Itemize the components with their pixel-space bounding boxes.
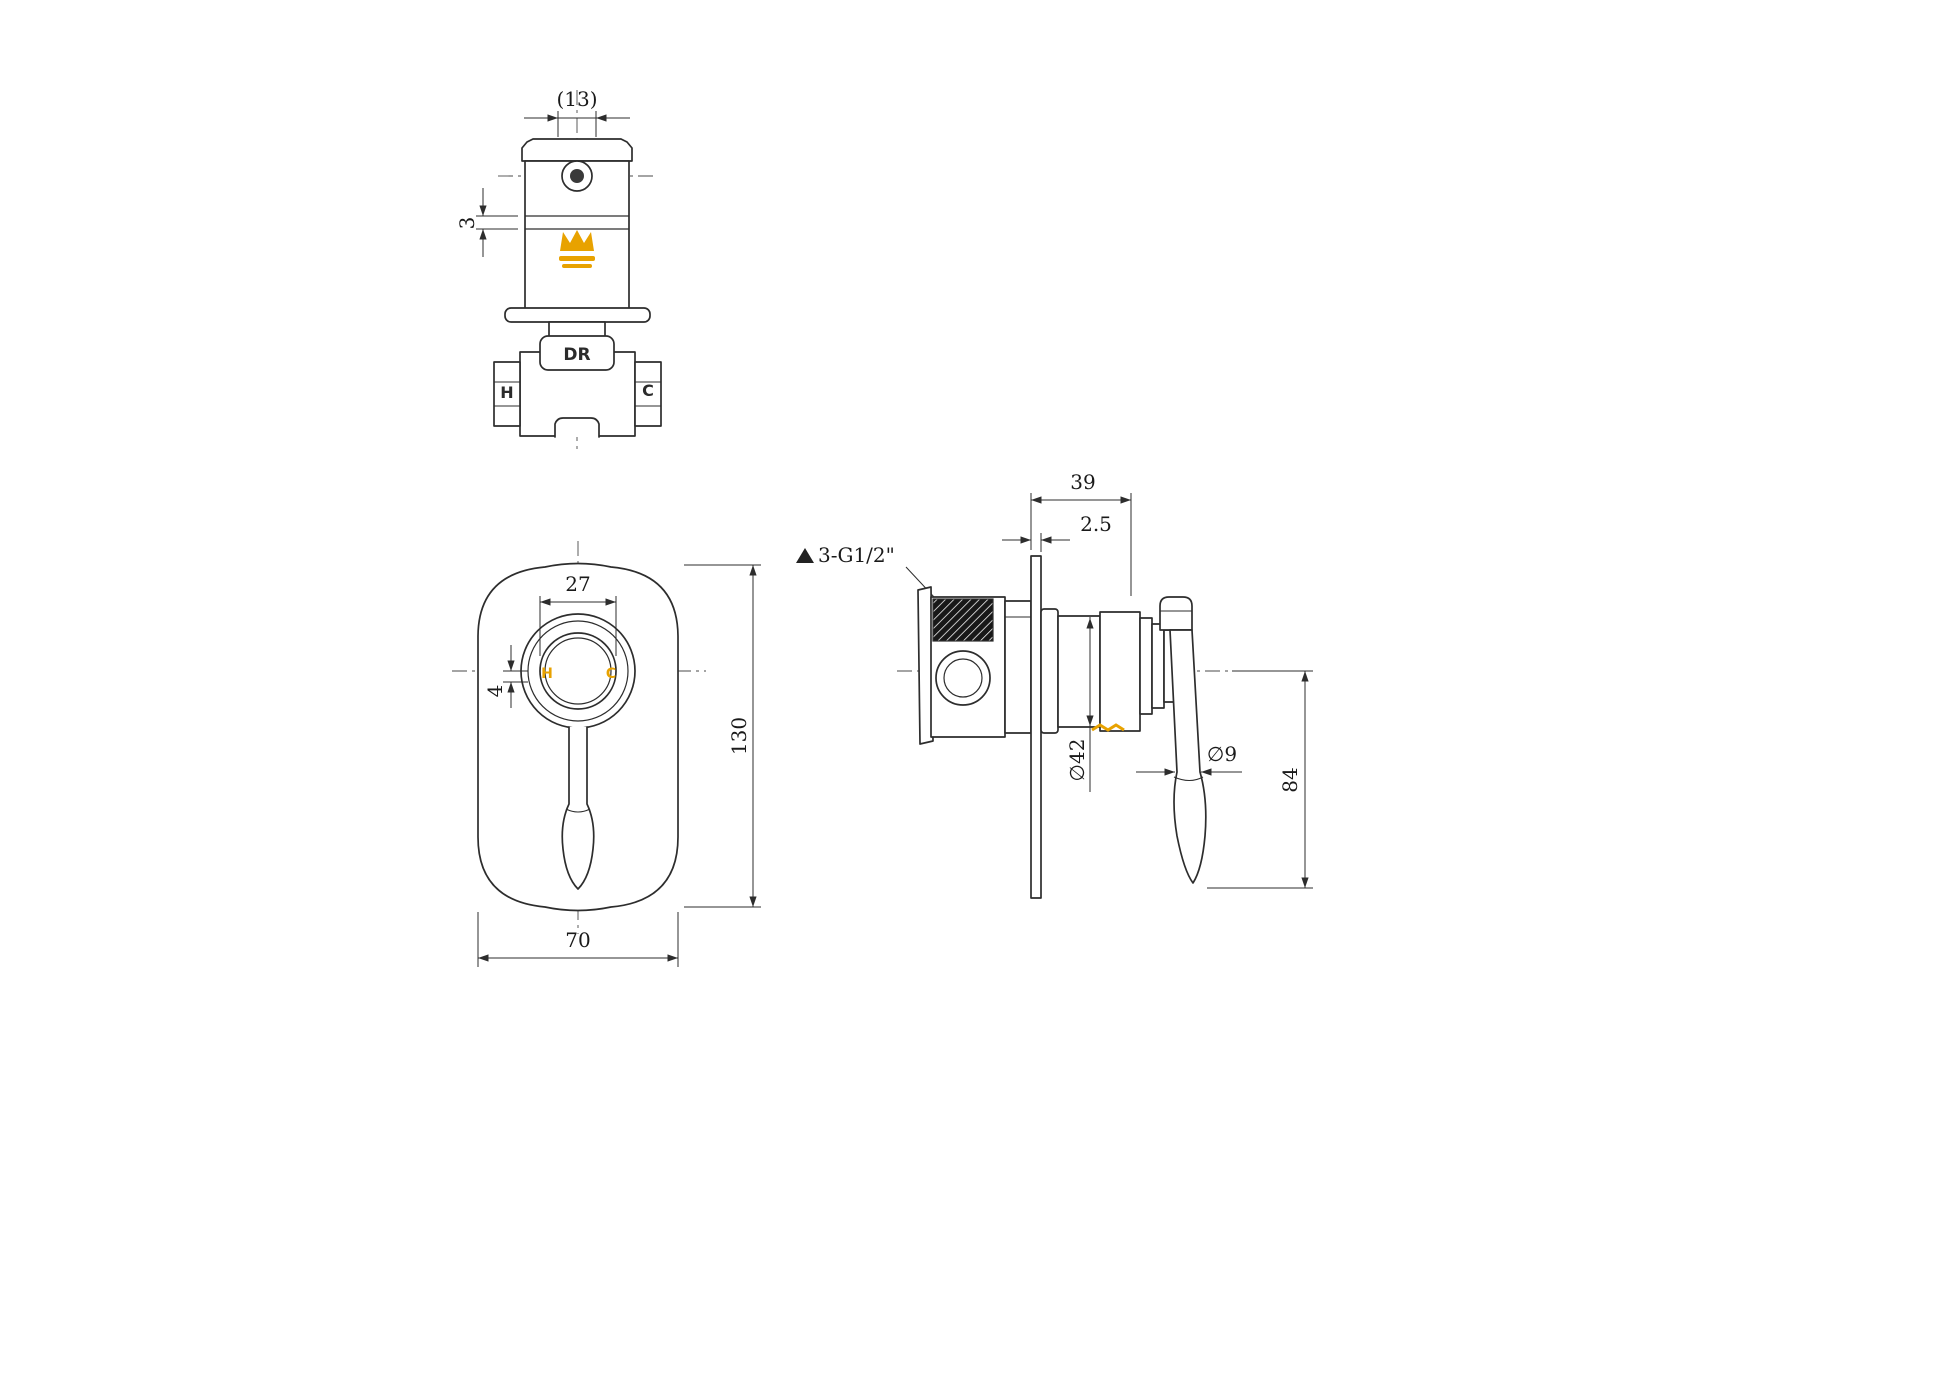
dimension-27: 27 (539, 572, 617, 656)
dim-70-label: 70 (565, 928, 590, 952)
wall-faceplate-side (1030, 555, 1042, 899)
valve-neck (1004, 600, 1032, 734)
hex-nut-right (634, 361, 662, 427)
dimension-dia-42: ∅42 (1065, 617, 1094, 792)
triangle-marker-icon (796, 548, 814, 563)
dimension-13: (13) (524, 87, 630, 137)
handle-collar-line (565, 808, 591, 813)
trim-body (1099, 611, 1141, 732)
handle-lever-side (1169, 629, 1207, 884)
brand-logo-crown (560, 230, 594, 251)
dim-2-5-label: 2.5 (1080, 512, 1112, 536)
mounting-bracket (917, 586, 934, 745)
handle-hub-inner (544, 637, 612, 705)
handle-hub-knob (1159, 596, 1193, 631)
seal-marker (1091, 723, 1125, 732)
dimension-84: 84 (1207, 670, 1313, 889)
thread-annotation: 3-G1/2" (796, 543, 935, 598)
bonnet-ring-2 (1151, 623, 1165, 709)
dr-cartridge-housing (539, 335, 615, 371)
brand-logo (559, 230, 595, 268)
front-view: H C 27 4 130 70 (452, 541, 761, 967)
dimension-3: 3 (455, 188, 518, 257)
dim-3-label: 3 (455, 217, 479, 230)
dimension-2-5: 2.5 (1002, 512, 1112, 552)
escutcheon-side (1040, 608, 1059, 734)
hot-marking-top: H (500, 383, 513, 402)
dim-4-label: 4 (483, 685, 507, 698)
hot-marking-front: H (541, 666, 553, 682)
trim-sleeve (1057, 615, 1101, 728)
dimension-130: 130 (684, 564, 761, 908)
dim-84-label: 84 (1278, 767, 1302, 792)
handle-hub-outer (539, 632, 617, 710)
screw-hole-inner (570, 169, 584, 183)
dim-130-label: 130 (727, 717, 751, 755)
dim-27-label: 27 (565, 572, 590, 596)
dim-39-label: 39 (1070, 470, 1095, 494)
cold-marking-front: C (606, 666, 616, 682)
valve-cap-outline (521, 138, 633, 162)
dim-9-label: ∅9 (1207, 742, 1237, 766)
dimension-70: 70 (477, 912, 679, 967)
brand-logo-text-line2 (562, 264, 592, 268)
top-view: DR H C (13) 3 (455, 87, 662, 450)
dr-marking: DR (563, 345, 590, 365)
cold-marking-top: C (642, 381, 654, 400)
body-bottom-notch (554, 417, 600, 438)
hex-nut-left-outline (493, 361, 521, 427)
handle-lever-front (561, 726, 595, 890)
hex-nut-right-outline (634, 361, 662, 427)
brand-logo-text-line1 (559, 256, 595, 261)
lever-collar-line (1173, 776, 1204, 781)
flange-plate (504, 307, 651, 323)
dimension-4: 4 (483, 645, 528, 708)
dim-42-label: ∅42 (1065, 739, 1089, 782)
bonnet-ring-1 (1139, 617, 1153, 715)
dimension-dia-9: ∅9 (1136, 742, 1242, 776)
hex-nut-left (493, 361, 521, 427)
side-view: 3-G1/2" 39 2.5 (796, 470, 1313, 899)
threaded-inlet-port (932, 598, 994, 642)
dim-13-label: (13) (556, 87, 597, 111)
thread-note-label: 3-G1/2" (818, 543, 895, 567)
inlet-port-inner (943, 658, 983, 698)
